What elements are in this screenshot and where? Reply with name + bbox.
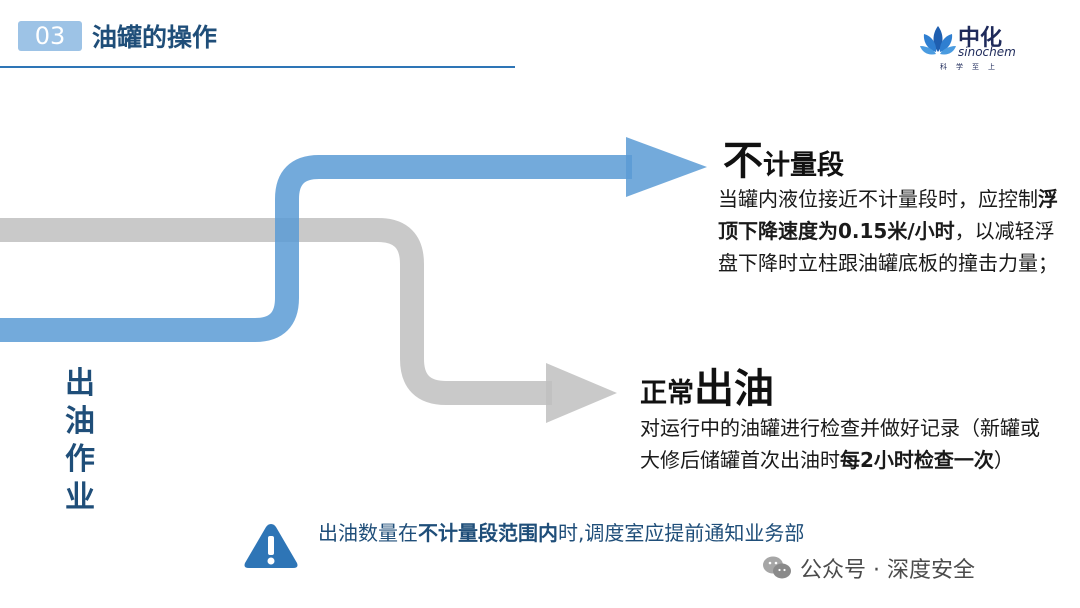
desc-emphasis: 浮顶下降速度为0.15米/小时 — [718, 187, 1058, 243]
warning-note: 出油数量在不计量段范围内时,调度室应提前通知业务部 — [318, 518, 818, 548]
logo-motto: 科学至上 — [940, 63, 1004, 71]
desc-text: 对运行中的油罐进行检查并做好记录（新罐或大修后储罐首次出油时 — [640, 416, 1040, 472]
logo-chinese-name: 中化 — [958, 26, 1003, 51]
normal-discharge-title: 正常出油 — [640, 356, 774, 414]
no-metering-section-title: 不计量段 — [723, 128, 844, 186]
warning-emphasis: 不计量段范围内 — [418, 521, 558, 545]
desc-text: 当罐内液位接近不计量段时，应控制 — [718, 187, 1038, 211]
side-label-char: 油 — [65, 404, 95, 439]
title-small-part: 正常 — [640, 378, 694, 409]
page-title: 油罐的操作 — [92, 23, 218, 52]
logo-english-name: sinochem — [958, 45, 1016, 59]
title-big-part: 出油 — [694, 366, 774, 412]
side-label-char: 出 — [65, 366, 95, 401]
sinochem-logo: 中化 sinochem 科学至上 — [918, 18, 1038, 74]
blue-arrow — [0, 137, 707, 342]
wechat-watermark: 公众号 · 深度安全 — [762, 552, 975, 584]
wechat-icon — [763, 556, 791, 579]
watermark-text: 公众号 · 深度安全 — [800, 558, 975, 583]
warning-icon — [244, 524, 298, 568]
section-number-badge: 03 — [18, 21, 82, 51]
warning-text: 时,调度室应提前通知业务部 — [558, 521, 805, 545]
header-divider — [0, 66, 515, 68]
side-label-discharge-operation: 出 油 作 业 — [60, 365, 100, 517]
desc-text: ） — [993, 448, 1014, 472]
lotus-logo-icon — [920, 26, 956, 55]
no-metering-section-description: 当罐内液位接近不计量段时，应控制浮顶下降速度为0.15米/小时，以减轻浮盘下降时… — [718, 183, 1058, 279]
warning-text: 出油数量在 — [318, 521, 418, 545]
gray-arrow — [0, 218, 617, 423]
title-big-part: 不 — [723, 138, 763, 184]
normal-discharge-description: 对运行中的油罐进行检查并做好记录（新罐或大修后储罐首次出油时每2小时检查一次） — [640, 412, 1040, 476]
side-label-char: 作 — [65, 442, 95, 477]
title-small-part: 计量段 — [763, 150, 844, 181]
side-label-char: 业 — [65, 480, 95, 515]
desc-emphasis: 每2小时检查一次 — [840, 448, 994, 472]
desc-text: ，以减轻浮盘下降时立柱跟油罐底板的撞击力量； — [718, 219, 1058, 275]
